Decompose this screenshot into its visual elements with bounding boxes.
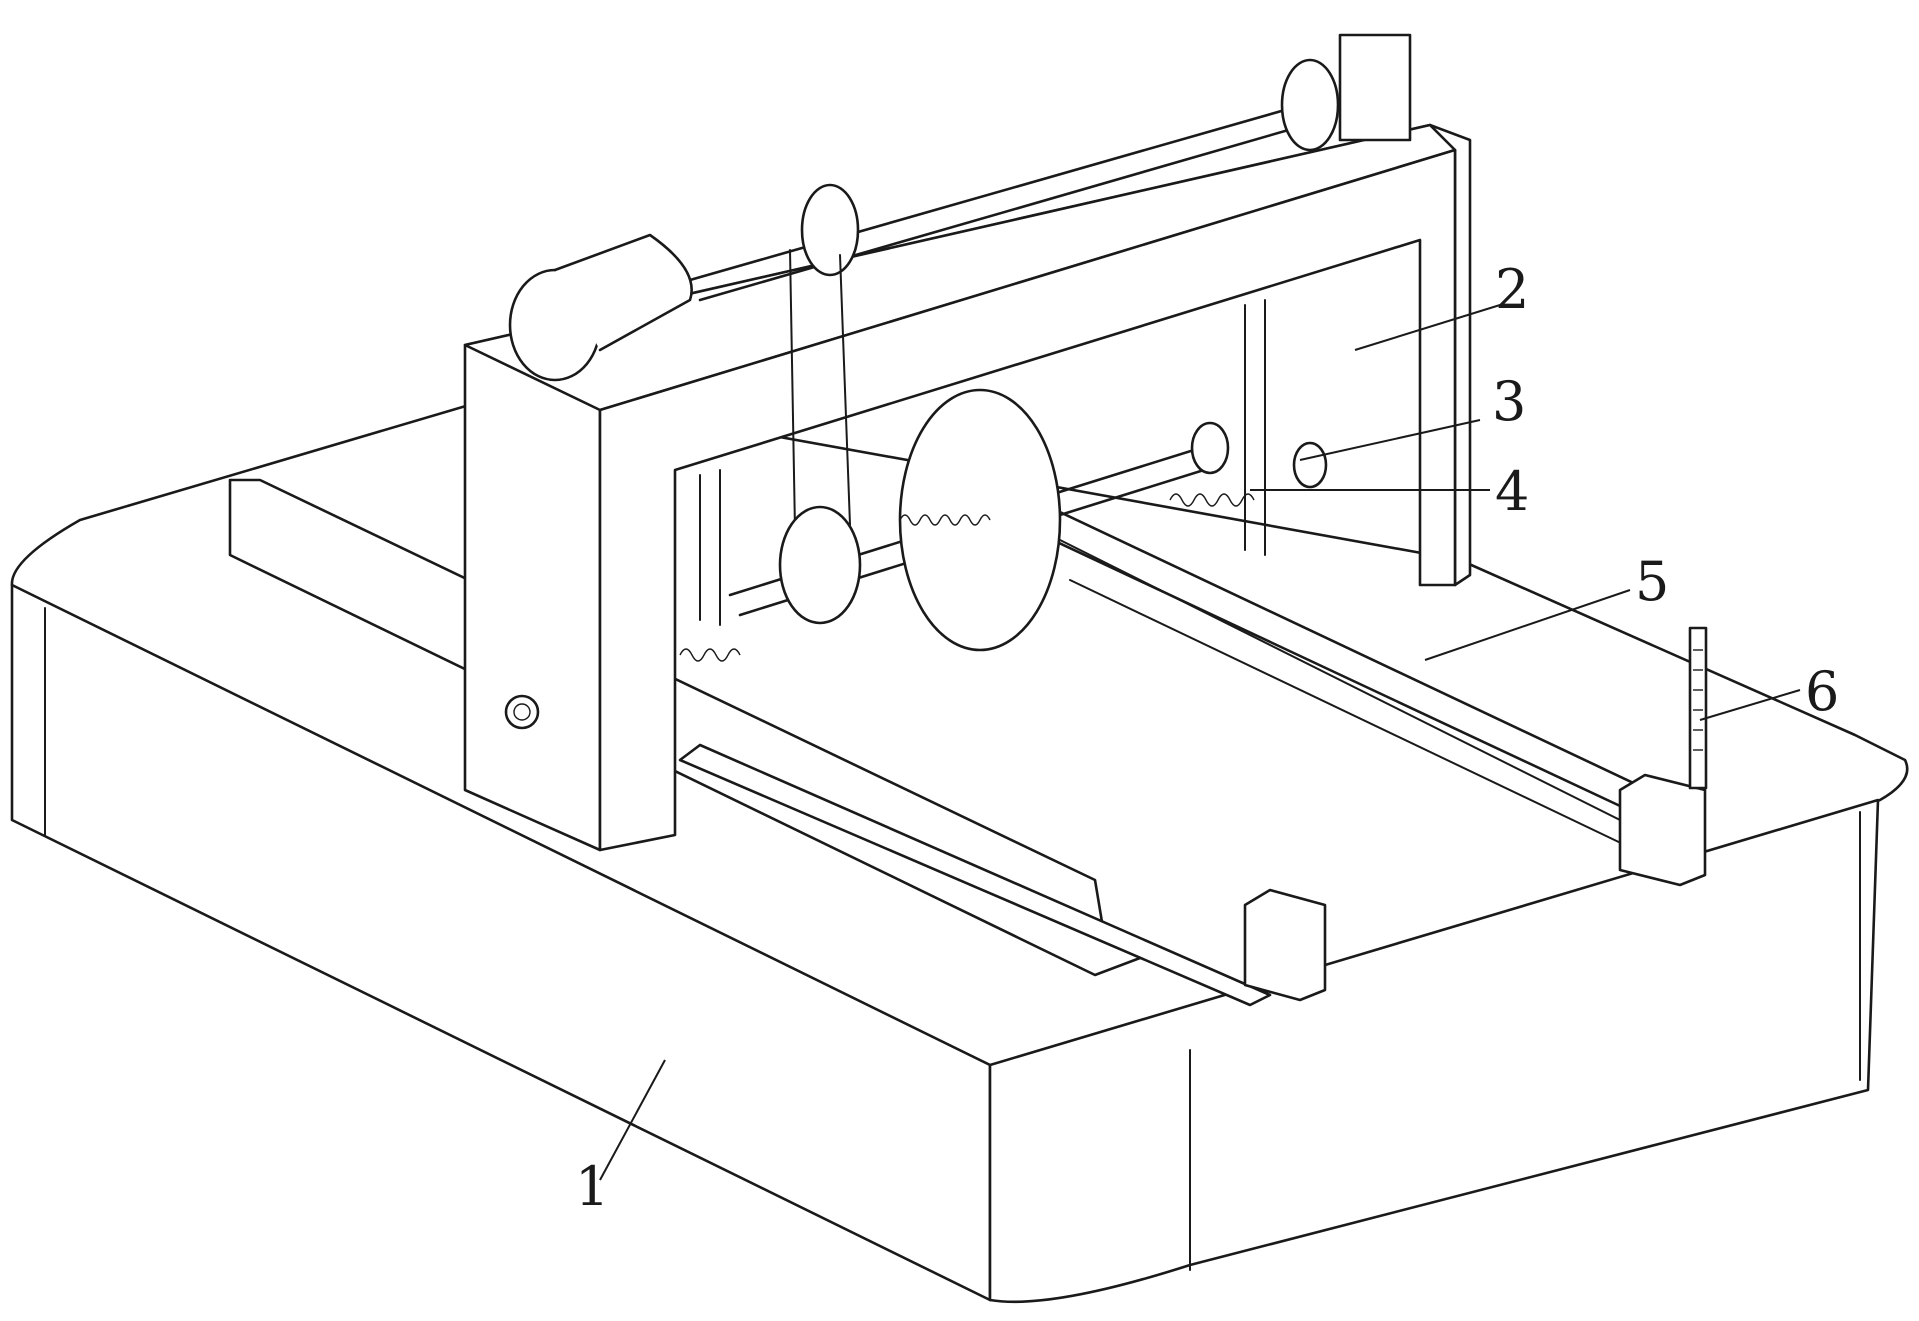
drive-motor	[508, 33, 1412, 382]
saw-assembly	[728, 388, 1230, 652]
label-4: 4	[1495, 460, 1529, 523]
portal-frame	[463, 123, 1472, 852]
label-2: 2	[1495, 258, 1529, 321]
adjust-knob-icon[interactable]	[504, 694, 540, 730]
spring-assembly	[679, 441, 1328, 662]
drive-belt	[789, 249, 851, 531]
label-5: 5	[1635, 550, 1669, 613]
label-3: 3	[1492, 370, 1526, 433]
guide-rails	[678, 503, 1682, 1007]
callouts: 1 2 3 4 5 6	[575, 258, 1839, 1218]
label-1: 1	[575, 1155, 609, 1218]
clamp-blocks	[1243, 773, 1707, 1002]
ruler	[1688, 626, 1708, 790]
label-6: 6	[1805, 660, 1839, 723]
